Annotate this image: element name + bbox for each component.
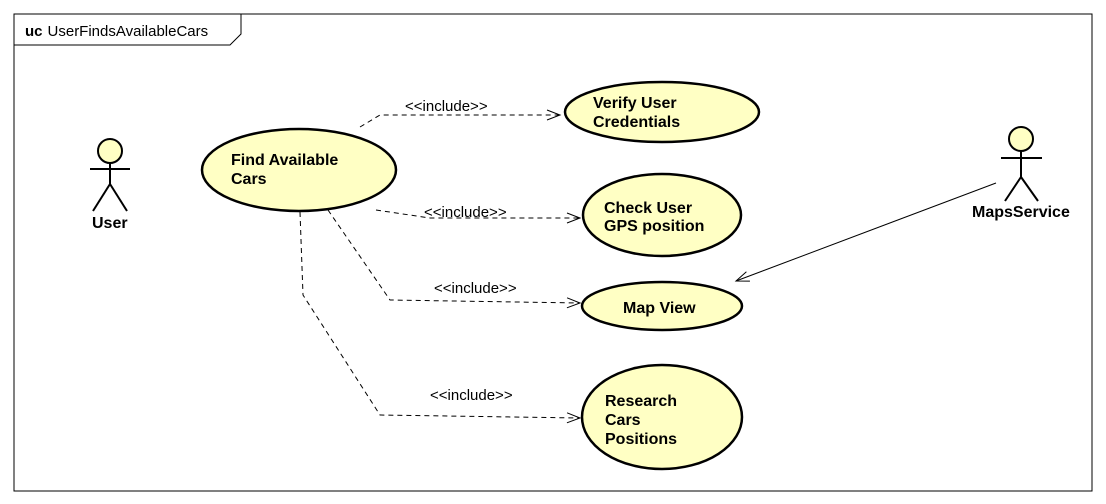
actor-right-leg [109,183,128,212]
actor-left-leg [92,183,111,212]
actor-label-user: User [92,215,128,232]
diagram-frame [13,13,1093,492]
actor-label-maps-service: MapsService [972,204,1070,221]
usecase-label: Check User GPS position [604,200,704,235]
include-label-research: <<include>> [430,387,513,404]
usecase-research-cars-positions[interactable]: Research Cars Positions [580,363,744,471]
frame-title-tab [14,14,242,46]
include-edge-check-gps [375,209,582,224]
usecase-ellipse [563,80,761,144]
usecase-check-user-gps-position[interactable]: Check User GPS position [581,172,743,258]
usecase-map-view[interactable]: Map View [580,280,744,332]
association-maps-service-map-view [734,182,997,282]
frame-name: UserFindsAvailableCars [48,23,209,40]
actor-user[interactable]: User [90,138,130,232]
include-label-check-gps: <<include>> [424,204,507,221]
usecase-label: Research Cars Positions [605,393,682,448]
include-label-map-view: <<include>> [434,280,517,297]
frame-title: uc UserFindsAvailableCars [25,23,208,40]
include-label-verify: <<include>> [405,98,488,115]
include-edge-map-view [327,209,582,309]
actor-left-leg [1004,176,1022,202]
actor-maps-service[interactable]: MapsService [972,126,1070,221]
usecase-ellipse [200,127,398,213]
actor-head [1008,126,1034,152]
usecase-label: Map View [623,300,696,317]
usecase-ellipse [580,280,744,332]
frame-keyword: uc [25,23,43,40]
usecase-label: Verify User Credentials [593,95,681,131]
actor-right-leg [1020,176,1039,202]
include-edge-verify-credentials [359,109,562,128]
usecase-verify-user-credentials[interactable]: Verify User Credentials [563,80,761,144]
usecase-ellipse [580,363,744,471]
usecase-label: Find Available Cars [231,152,343,188]
include-edge-research-positions [299,211,582,424]
usecase-ellipse [581,172,743,258]
actor-head [97,138,123,164]
usecase-find-available-cars[interactable]: Find Available Cars [200,127,398,213]
